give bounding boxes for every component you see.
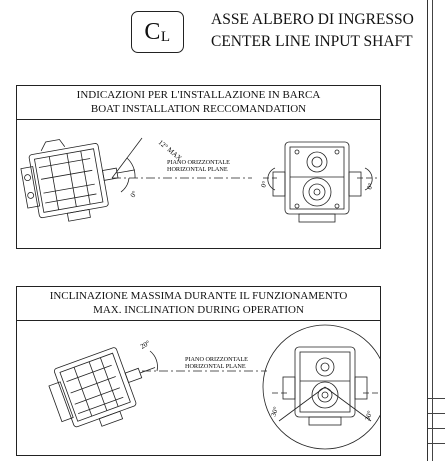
frame-border-inner [432, 0, 433, 461]
title-block-line [428, 428, 445, 429]
front-angle-arc-left [267, 167, 276, 191]
front-angle-label-right: 30° [363, 410, 374, 422]
installation-title-it: INDICAZIONI PER L'INSTALLAZIONE IN BARCA [76, 89, 321, 101]
installation-title-en: BOAT INSTALLATION RECCOMANDATION [90, 103, 307, 115]
side-angle-label: 20° [139, 339, 152, 351]
installation-panel-header: INDICAZIONI PER L'INSTALLAZIONE IN BARCA… [17, 86, 380, 120]
title-block-line [428, 398, 445, 399]
installation-panel: INDICAZIONI PER L'INSTALLAZIONE IN BARCA… [16, 85, 381, 249]
gearbox-front-view [272, 141, 362, 223]
front-angle-label-left: 30° [269, 406, 280, 418]
header-title-en: CENTER LINE INPUT SHAFT [211, 33, 413, 50]
front-angle-label-left: 0° [259, 180, 269, 189]
gearbox-side-view [48, 347, 156, 428]
frame-border [427, 0, 428, 461]
plane-label-it: PIANO ORIZZONTALE [185, 356, 248, 363]
inclination-circle [262, 324, 380, 450]
inclination-drawing: 20° PIANO ORIZZONTALE HORIZONTAL PLANE 3… [48, 324, 380, 450]
gearbox-side-view [20, 139, 135, 222]
inclination-title-it: INCLINAZIONE MASSIMA DURANTE IL FUNZIONA… [49, 290, 348, 302]
front-angle-label-right: 0° [365, 182, 375, 191]
front-angle-arc-right [364, 167, 373, 191]
cl-symbol: C [144, 18, 161, 45]
side-angle-arc [149, 350, 158, 372]
inclination-title-en: MAX. INCLINATION DURING OPERATION [93, 304, 304, 316]
gearbox-front-view [282, 346, 368, 426]
installation-drawing: 12° MAX 0° PIANO ORIZZONTALE HORIZONTAL … [20, 137, 377, 223]
inclination-panel-header: INCLINAZIONE MASSIMA DURANTE IL FUNZIONA… [17, 287, 380, 321]
cl-subscript: L [160, 28, 171, 45]
title-block-line [428, 443, 445, 444]
title-block-line [428, 413, 445, 414]
header-title-it: ASSE ALBERO DI INGRESSO [211, 11, 414, 28]
plane-label-en: HORIZONTAL PLANE [167, 166, 228, 173]
inclination-panel: INCLINAZIONE MASSIMA DURANTE IL FUNZIONA… [16, 286, 381, 456]
plane-label-en: HORIZONTAL PLANE [185, 363, 246, 370]
side-angle-label: 0° [129, 189, 139, 199]
plane-label-it: PIANO ORIZZONTALE [167, 159, 230, 166]
side-angle-arc [120, 177, 130, 193]
